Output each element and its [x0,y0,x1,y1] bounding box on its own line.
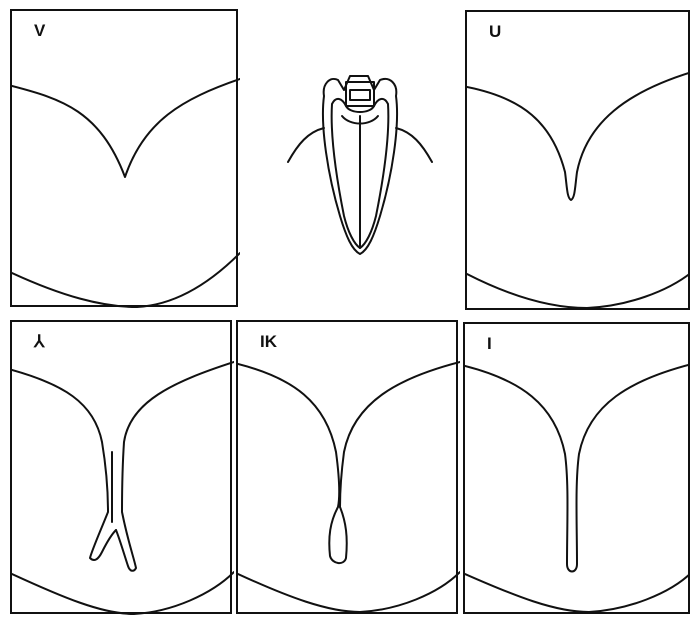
panel-ik: IK [236,320,458,614]
panel-y: ⅄ [10,320,232,614]
panel-i: I [463,322,690,614]
panel-u: U [465,10,690,310]
u-fissure-drawing [467,12,690,312]
y-fissure-outline-right [116,362,234,571]
sealant-inner [350,90,370,100]
tooth-drawing [280,66,440,266]
ik-base-outline [238,572,460,612]
i-fissure-outline [465,364,690,572]
y-base-outline [12,572,234,614]
u-fissure-outline [467,72,690,200]
tooth-cross-section [280,66,440,266]
y-fissure-outline-left [12,370,116,560]
i-fissure-drawing [465,324,690,616]
v-fissure-drawing [12,11,240,309]
gingiva-right [396,128,432,162]
ik-fissure-outline-right [340,362,460,507]
ik-fissure-outline-left [238,364,347,563]
u-base-outline [467,272,690,308]
i-base-outline [465,572,690,612]
panel-v: V [10,9,238,307]
v-fissure-outline [12,79,240,177]
v-base-outline [12,253,240,307]
ik-fissure-drawing [238,322,460,616]
y-fissure-drawing [12,322,234,616]
gingiva-left [288,128,324,162]
